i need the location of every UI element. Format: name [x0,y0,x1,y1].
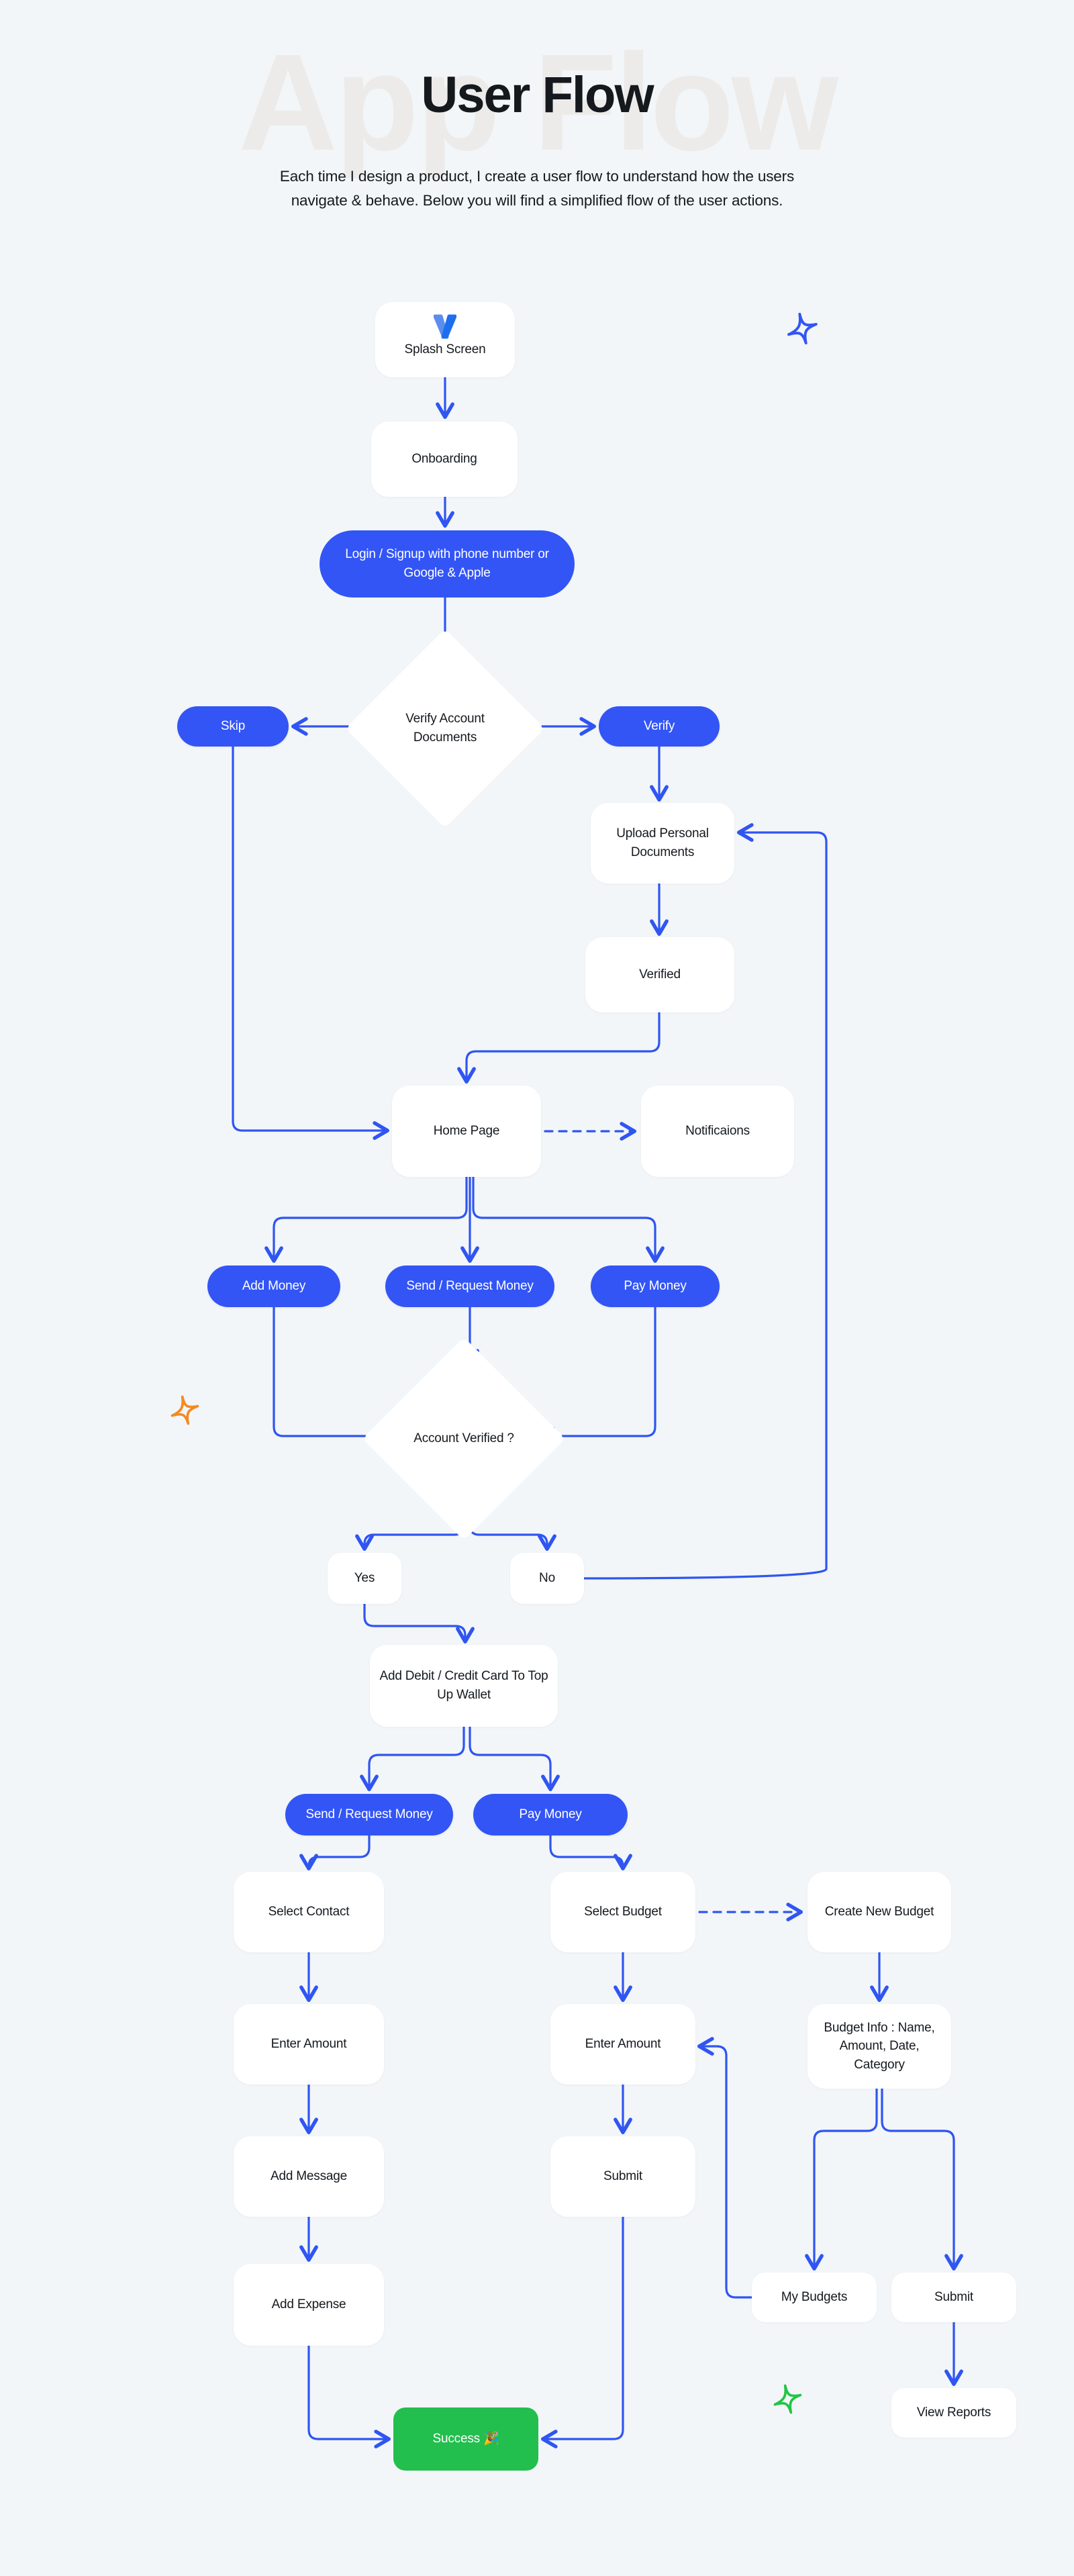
node-label: Notificaions [685,1124,750,1139]
node-add-message[interactable]: Add Message [234,2136,384,2217]
edge-skip-home [232,745,390,1140]
node-label: Skip [220,719,246,734]
node-label: Verify [643,719,675,734]
node-label: Add Message [271,2169,347,2184]
node-label: Home Page [433,1124,500,1139]
edge-addcard-paymoney2 [469,1725,560,1792]
node-create-new-budget[interactable]: Create New Budget [808,1872,951,1952]
node-label: Create New Budget [824,1905,934,1919]
node-view-reports[interactable]: View Reports [891,2388,1016,2438]
node-skip[interactable]: Skip [177,706,289,747]
node-label: Submit [603,2169,642,2184]
page-header: App Flow User Flow Each time I design a … [0,0,1074,269]
node-label: Send / Request Money [305,1807,433,1822]
node-label: Budget Info : Name, Amount, Date, Catego… [824,2020,935,2072]
node-verify[interactable]: Verify [599,706,720,747]
v-logo-icon [434,314,456,339]
sparkle-icon-mid-left [170,1395,199,1425]
node-label: Verify Account Documents [405,712,485,745]
edge-verified-home [457,1011,661,1084]
node-label: Submit [934,2290,973,2305]
node-label: Add Expense [271,2297,346,2312]
edge-paymoney2-selectbudget [549,1834,632,1871]
node-account-verified[interactable]: Account Verified ? [362,1337,566,1541]
sparkle-icon-bottom-right [773,2384,802,2414]
edge-submit2-success [540,2215,624,2448]
node-verified[interactable]: Verified [585,937,734,1012]
node-submit-budget[interactable]: Submit [550,2136,695,2217]
edge-budgetinfo-addexpense [805,2087,878,2271]
node-enter-amount-budget[interactable]: Enter Amount [550,2004,695,2085]
ghost-background-title: App Flow [238,26,838,179]
node-add-debit-credit-card[interactable]: Add Debit / Credit Card To Top Up Wallet [370,1645,558,1727]
edge-home-paymoney [472,1176,665,1263]
node-label: My Budgets [781,2290,848,2305]
node-label: Onboarding [411,452,477,467]
edge-sendmoney2-selectcontact [299,1834,371,1871]
node-upload-personal-documents[interactable]: Upload Personal Documents [591,803,734,884]
edge-no-uploaddocs [583,823,828,1580]
node-splash-screen[interactable]: Splash Screen [375,302,515,377]
node-label: Enter Amount [585,2037,661,2052]
node-login-signup[interactable]: Login / Signup with phone number or Goog… [320,530,575,598]
node-add-money[interactable]: Add Money [207,1266,340,1307]
node-select-budget[interactable]: Select Budget [550,1872,695,1952]
node-label: Send / Request Money [406,1279,534,1294]
node-label: Login / Signup with phone number or Goog… [345,546,549,581]
node-label: Success 🎉 [432,2432,499,2446]
node-yes[interactable]: Yes [328,1553,401,1604]
edge-paymoney-acctverified [538,1306,656,1445]
node-no[interactable]: No [510,1553,584,1604]
node-home-page[interactable]: Home Page [392,1086,541,1177]
node-label: No [539,1571,555,1586]
node-onboarding[interactable]: Onboarding [371,422,518,497]
edge-addcard-sendmoney2 [360,1725,465,1792]
edge-submit1-success [307,2344,391,2448]
node-send-request-money-top[interactable]: Send / Request Money [385,1266,554,1307]
node-label: Account Verified ? [413,1431,514,1446]
node-verify-account-documents[interactable]: Verify Account Documents [345,628,545,828]
page-title: User Flow [421,66,654,124]
node-select-contact[interactable]: Select Contact [234,1872,384,1952]
node-label: View Reports [916,2405,991,2420]
node-budget-info[interactable]: Budget Info : Name, Amount, Date, Catego… [808,2004,951,2089]
node-label: Enter Amount [271,2037,347,2052]
edge-budgetinfo-mybudgets [881,2087,963,2271]
node-notifications[interactable]: Notificaions [641,1086,794,1177]
node-pay-money-bottom[interactable]: Pay Money [473,1794,628,1835]
node-label: Pay Money [519,1807,582,1822]
node-add-expense[interactable]: My Budgets [752,2273,877,2322]
page-subtitle: Each time I design a product, I create a… [279,168,795,209]
edge-addmoney-acctverified [273,1306,393,1445]
node-label: Select Contact [268,1905,350,1919]
node-label: Add Money [242,1279,306,1294]
node-label: Splash Screen [404,342,486,357]
sparkle-icon-top-right [787,312,818,344]
node-pay-money-top[interactable]: Pay Money [591,1266,720,1307]
node-label: Select Budget [584,1905,662,1919]
node-label: Add Debit / Credit Card To Top Up Wallet [379,1669,548,1702]
node-enter-amount-contact[interactable]: Enter Amount [234,2004,384,2085]
node-label: Verified [639,967,681,982]
edge-home-addmoney [264,1176,468,1263]
node-my-budgets[interactable]: Submit [891,2273,1016,2322]
node-label: Upload Personal Documents [616,826,709,859]
node-send-request-money-bottom[interactable]: Send / Request Money [285,1794,453,1835]
node-label: Pay Money [624,1279,687,1294]
node-label: Yes [354,1571,375,1586]
node-submit-contact[interactable]: Add Expense [234,2264,384,2346]
node-success[interactable]: Success 🎉 [393,2407,538,2471]
edge-yes-addcard [363,1603,475,1644]
edge-addexpense-enteramount2 [697,2037,753,2299]
